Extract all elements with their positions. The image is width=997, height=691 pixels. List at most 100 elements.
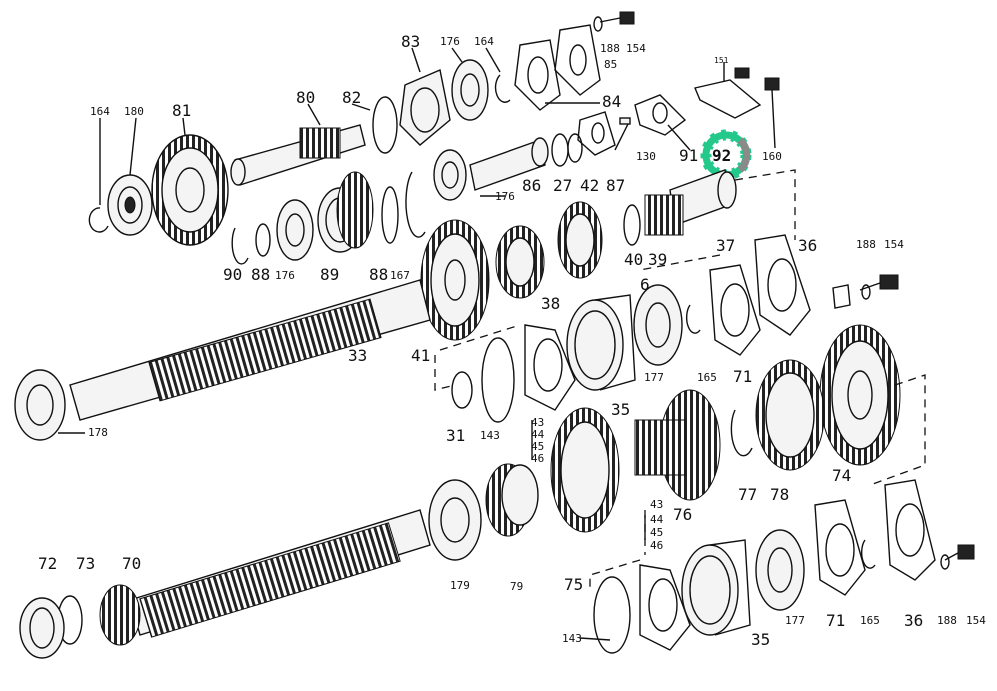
label-87: 87 bbox=[606, 176, 625, 195]
label-27: 27 bbox=[553, 176, 572, 195]
label-154: 154 bbox=[966, 614, 986, 627]
label-84: 84 bbox=[602, 92, 621, 111]
label-176: 176 bbox=[440, 35, 460, 48]
circlip-77 bbox=[730, 409, 753, 457]
circlip-164-left bbox=[88, 207, 109, 233]
label-88: 88 bbox=[251, 265, 270, 284]
label-73: 73 bbox=[76, 554, 95, 573]
gear-39 bbox=[623, 204, 641, 246]
bolt-154-mid bbox=[832, 274, 899, 309]
label-36: 36 bbox=[798, 236, 817, 255]
nut-72 bbox=[19, 597, 65, 659]
label-176: 176 bbox=[495, 190, 515, 203]
bearing-178 bbox=[14, 369, 66, 441]
oring-143-mid bbox=[481, 337, 515, 423]
label-165: 165 bbox=[697, 371, 717, 384]
label-43: 43 bbox=[531, 416, 544, 429]
bearing-177-bottom bbox=[755, 529, 805, 611]
oring-143-bottom bbox=[593, 576, 631, 654]
label-178: 178 bbox=[88, 426, 108, 439]
cover-36-bottom bbox=[884, 479, 936, 581]
label-6: 6 bbox=[640, 275, 650, 294]
label-79: 79 bbox=[510, 580, 523, 593]
ring-88-left bbox=[255, 223, 271, 257]
label-81: 81 bbox=[172, 101, 191, 120]
shaft-37 bbox=[644, 169, 737, 236]
circlip-167 bbox=[405, 171, 426, 238]
label-88: 88 bbox=[369, 265, 388, 284]
label-46: 46 bbox=[531, 452, 544, 465]
shaft-33 bbox=[69, 279, 431, 421]
leader-lines bbox=[58, 47, 776, 641]
bearing-176-mid bbox=[433, 149, 467, 201]
label-31: 31 bbox=[446, 426, 465, 445]
gear-76 bbox=[634, 389, 721, 501]
gear-40 bbox=[557, 201, 603, 279]
gear-81 bbox=[151, 134, 229, 246]
label-77: 77 bbox=[738, 485, 757, 504]
label-80: 80 bbox=[296, 88, 315, 107]
label-45: 45 bbox=[650, 526, 663, 539]
label-89: 89 bbox=[320, 265, 339, 284]
label-38: 38 bbox=[541, 294, 560, 313]
label-35: 35 bbox=[611, 400, 630, 419]
gasket-71-bottom bbox=[814, 499, 866, 596]
washer-188-top bbox=[593, 16, 603, 32]
label-78: 78 bbox=[770, 485, 789, 504]
gear-41 bbox=[420, 219, 490, 341]
label-90: 90 bbox=[223, 265, 242, 284]
bolt-154-bottom bbox=[944, 544, 975, 561]
cover-85 bbox=[554, 24, 601, 96]
label-41: 41 bbox=[411, 346, 430, 365]
gasket-71-mid bbox=[709, 264, 761, 356]
label-36: 36 bbox=[904, 611, 923, 630]
part-labels: 164 180 81 80 82 83 176 164 188 154 85 8… bbox=[38, 32, 986, 649]
gasket-43-46-mid bbox=[524, 324, 576, 411]
label-74: 74 bbox=[832, 466, 851, 485]
dash-top-box bbox=[639, 169, 796, 271]
housing-35-mid bbox=[566, 294, 636, 391]
label-71: 71 bbox=[733, 367, 752, 386]
housing-35-bottom bbox=[681, 539, 751, 636]
label-165: 165 bbox=[860, 614, 880, 627]
label-188: 188 bbox=[600, 42, 620, 55]
label-164: 164 bbox=[90, 105, 110, 118]
label-167: 167 bbox=[390, 269, 410, 282]
gear-78 bbox=[755, 359, 825, 471]
label-164: 164 bbox=[474, 35, 494, 48]
label-39: 39 bbox=[648, 250, 667, 269]
label-85: 85 bbox=[604, 58, 617, 71]
circlip-82 bbox=[372, 96, 398, 154]
bearing-177-mid bbox=[633, 284, 683, 366]
label-160: 160 bbox=[762, 150, 782, 163]
label-83: 83 bbox=[401, 32, 420, 51]
sleeve-89 bbox=[317, 171, 374, 253]
flange-83 bbox=[399, 69, 451, 146]
plate-87 bbox=[577, 111, 616, 156]
label-92[interactable]: 92 bbox=[712, 146, 731, 165]
bracket-151 bbox=[694, 67, 780, 119]
label-43: 43 bbox=[650, 498, 663, 511]
bolt-154-top bbox=[599, 11, 635, 25]
circlip-31 bbox=[451, 371, 473, 409]
label-154: 154 bbox=[626, 42, 646, 55]
label-188: 188 bbox=[937, 614, 957, 627]
label-177: 177 bbox=[644, 371, 664, 384]
washer-188-mid bbox=[861, 284, 871, 300]
bearing-179 bbox=[428, 479, 482, 561]
label-188: 188 bbox=[856, 238, 876, 251]
label-154: 154 bbox=[884, 238, 904, 251]
plate-91 bbox=[634, 94, 687, 136]
bearing-176-top bbox=[451, 59, 489, 121]
highlighted-part-92[interactable]: 92 bbox=[700, 129, 752, 181]
label-143: 143 bbox=[562, 632, 582, 645]
ring-88-right bbox=[381, 186, 399, 244]
circlip-165-mid bbox=[686, 304, 701, 334]
label-37: 37 bbox=[716, 236, 735, 255]
label-151: 151 bbox=[714, 56, 729, 65]
shaft-86 bbox=[469, 137, 549, 191]
label-180: 180 bbox=[124, 105, 144, 118]
gasket-84 bbox=[514, 39, 561, 111]
label-44: 44 bbox=[650, 513, 664, 526]
